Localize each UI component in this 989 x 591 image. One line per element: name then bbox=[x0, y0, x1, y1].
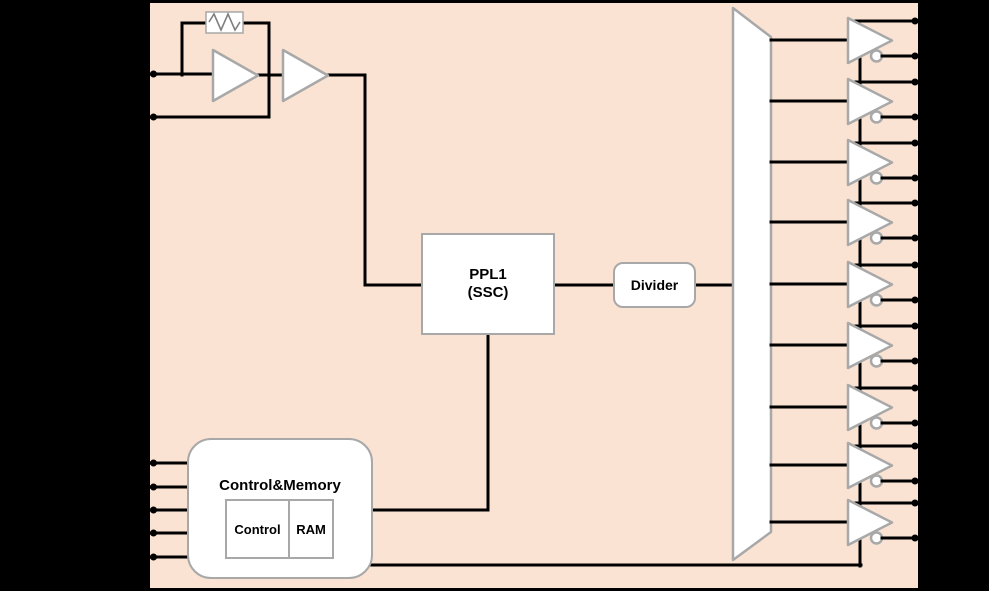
inverter-bubble-icon bbox=[869, 171, 884, 185]
ram-sub-block: RAM bbox=[288, 499, 334, 559]
inverter-bubble-icon bbox=[869, 293, 884, 307]
divider-block: Divider bbox=[613, 262, 696, 308]
control-label: Control bbox=[234, 521, 281, 537]
output-buffer-triangle bbox=[846, 383, 894, 432]
pll-label-line2: (SSC) bbox=[467, 284, 509, 301]
inverter-bubble-icon bbox=[869, 231, 884, 245]
inverter-bubble-icon bbox=[869, 416, 884, 430]
control-sub-block: Control bbox=[225, 499, 290, 559]
pin-dot-output-inverted bbox=[911, 477, 919, 485]
amplifier-icon bbox=[211, 48, 260, 103]
output-buffer-triangle bbox=[846, 321, 894, 370]
pin-dot-control bbox=[150, 529, 157, 537]
pin-dot-xin bbox=[150, 70, 157, 78]
resistor-icon bbox=[208, 12, 241, 32]
divider-label: Divider bbox=[630, 277, 679, 293]
pin-dot-control bbox=[150, 483, 157, 491]
pll-label-line1: PPL1 bbox=[469, 266, 507, 283]
inverter-bubble-icon bbox=[869, 49, 884, 63]
output-buffer-triangle bbox=[846, 77, 894, 126]
pll-block: PPL1 (SSC) bbox=[421, 233, 555, 335]
pin-dot-output-inverted bbox=[911, 357, 919, 365]
control-memory-children: Control RAM bbox=[225, 499, 334, 559]
output-buffer-triangle bbox=[846, 138, 894, 187]
pin-dot-output-inverted bbox=[911, 234, 919, 242]
pin-dot-output bbox=[911, 261, 919, 269]
pin-dot-xout bbox=[150, 113, 157, 121]
pin-dot-output bbox=[911, 322, 919, 330]
output-buffer-triangle bbox=[846, 441, 894, 490]
pin-dot-output bbox=[911, 442, 919, 450]
output-buffer-triangle bbox=[846, 16, 894, 65]
amplifier-icon bbox=[281, 48, 330, 103]
pin-dot-control bbox=[150, 459, 157, 467]
pin-dot-control bbox=[150, 553, 157, 561]
output-buffer-triangle bbox=[846, 198, 894, 247]
pin-dot-output-inverted bbox=[911, 174, 919, 182]
pin-dot-output-inverted bbox=[911, 534, 919, 542]
pin-dot-output bbox=[911, 17, 919, 25]
pin-dot-output-inverted bbox=[911, 296, 919, 304]
output-buffer-triangle bbox=[846, 498, 894, 547]
pin-dot-output-inverted bbox=[911, 52, 919, 60]
pin-dot-output-inverted bbox=[911, 419, 919, 427]
inverter-bubble-icon bbox=[869, 354, 884, 368]
ram-label: RAM bbox=[296, 521, 326, 537]
pin-dot-output bbox=[911, 78, 919, 86]
pin-dot-output-inverted bbox=[911, 113, 919, 121]
fanout-trapezoid bbox=[731, 6, 773, 562]
control-memory-title: Control&Memory bbox=[219, 477, 341, 494]
pin-dot-output bbox=[911, 384, 919, 392]
output-buffer-triangle bbox=[846, 260, 894, 309]
pin-dot-output bbox=[911, 199, 919, 207]
control-memory-block: Control&Memory Control RAM bbox=[187, 438, 373, 579]
inverter-bubble-icon bbox=[869, 474, 884, 488]
inverter-bubble-icon bbox=[869, 110, 884, 124]
pin-dot-output bbox=[911, 139, 919, 147]
inverter-bubble-icon bbox=[869, 531, 884, 545]
pin-dot-control bbox=[150, 506, 157, 514]
pin-dot-output bbox=[911, 499, 919, 507]
